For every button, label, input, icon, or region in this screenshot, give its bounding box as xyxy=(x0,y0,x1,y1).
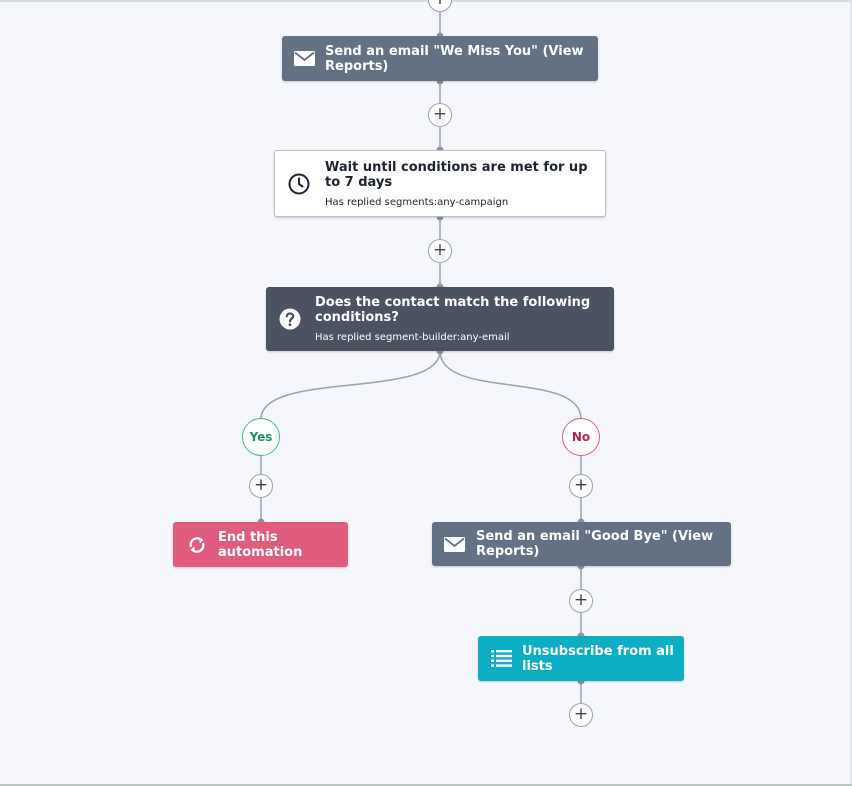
node-label: End this automation xyxy=(218,529,303,560)
top-border xyxy=(0,0,852,2)
add-step-button[interactable]: + xyxy=(569,589,593,613)
envelope-icon xyxy=(444,536,465,552)
wait-conditions-node[interactable]: Wait until conditions are met for up to … xyxy=(274,150,606,217)
node-title: Does the contact match the following con… xyxy=(315,295,591,325)
add-step-button[interactable]: + xyxy=(569,703,593,727)
connector-branch-yes xyxy=(260,350,441,420)
clock-icon xyxy=(288,173,310,195)
node-title: Wait until conditions are met for up to … xyxy=(325,159,588,190)
end-automation-node[interactable]: End this automation xyxy=(173,522,348,567)
condition-node[interactable]: Does the contact match the following con… xyxy=(266,287,614,351)
node-label: Unsubscribe from all lists xyxy=(522,643,674,674)
no-branch-badge: No xyxy=(562,418,600,456)
node-label: Send an email "Good Bye" (View Reports) xyxy=(476,529,714,559)
refresh-icon xyxy=(187,536,207,554)
connector-branch-no xyxy=(439,350,582,420)
right-border xyxy=(850,0,852,786)
node-subtitle: Has replied segment-builder:any-email xyxy=(315,332,510,343)
node-subtitle: Has replied segments:any-campaign xyxy=(325,196,509,208)
envelope-icon xyxy=(294,51,315,66)
list-icon xyxy=(491,650,512,667)
yes-branch-badge: Yes xyxy=(242,418,280,456)
add-step-button[interactable]: + xyxy=(428,239,452,263)
question-icon xyxy=(279,308,301,330)
send-email-we-miss-you-node[interactable]: Send an email "We Miss You" (View Report… xyxy=(282,36,598,81)
unsubscribe-node[interactable]: Unsubscribe from all lists xyxy=(478,636,684,681)
add-step-button[interactable]: + xyxy=(428,103,452,127)
bottom-border xyxy=(0,784,852,786)
add-step-button-no[interactable]: + xyxy=(569,474,593,498)
add-step-button-yes[interactable]: + xyxy=(249,474,273,498)
send-email-good-bye-node[interactable]: Send an email "Good Bye" (View Reports) xyxy=(432,522,731,566)
node-label: Send an email "We Miss You" (View Report… xyxy=(325,43,584,74)
